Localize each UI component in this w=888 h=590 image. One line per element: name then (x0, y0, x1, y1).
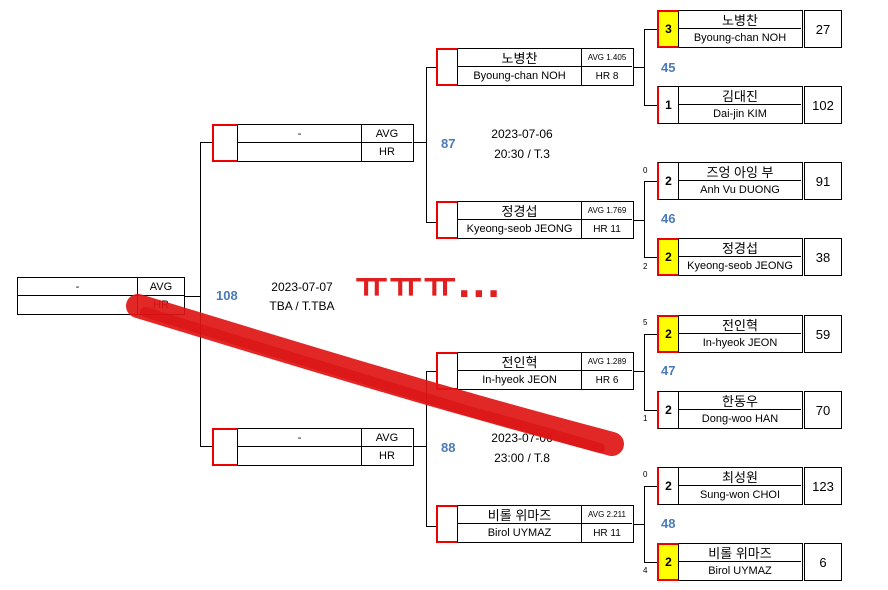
r16-set-score: 2 (657, 162, 679, 200)
semi-bottom-hr-label: HR (379, 450, 395, 462)
qf-hr: HR 8 (595, 70, 619, 82)
r16-tiebreak: 0 (643, 166, 648, 175)
qf-redtab (436, 201, 458, 239)
r16-name-box: 노병찬 Byoung-chan NOH (679, 10, 803, 48)
qf-box: 정경섭 AVG 1.769 Kyeong-seob JEONG HR 11 (458, 201, 634, 239)
r16-name-box: 김대진 Dai-jin KIM (679, 86, 803, 124)
qf-player-eng: Birol UYMAZ (458, 524, 582, 542)
r16-name-box: 즈엉 아잉 부 Anh Vu DUONG (679, 162, 803, 200)
qf-hr: HR 11 (593, 527, 621, 539)
r16-rank: 123 (804, 467, 842, 505)
r16-player-kor: 김대진 (679, 87, 801, 105)
qf-player-eng: Kyeong-seob JEONG (458, 220, 582, 238)
semi-top-time: 20:30 / T.3 (494, 147, 550, 161)
r16-name-box: 전인혁 In-hyeok JEON (679, 315, 803, 353)
r16-player-kor: 비롤 위마즈 (679, 544, 801, 562)
semi-top-box: - AVG HR (238, 124, 414, 162)
r16-player-kor: 즈엉 아잉 부 (679, 163, 801, 181)
r16-player-eng: Birol UYMAZ (708, 565, 772, 577)
qf-avg: AVG 1.769 (582, 202, 632, 220)
semi-top-redtab (212, 124, 238, 162)
qf-score: 46 (661, 211, 676, 226)
r16-rank: 102 (804, 86, 842, 124)
semi-bottom-score: 88 (441, 440, 456, 455)
qf-avg: AVG 1.405 (582, 49, 632, 67)
r16-tiebreak: 5 (643, 318, 648, 327)
semi-bottom-player-name: - (238, 429, 362, 447)
semi-top-avg-label: AVG (362, 125, 412, 143)
r16-rank: 38 (804, 238, 842, 276)
r16-player-kor: 한동우 (679, 392, 801, 410)
r16-tiebreak: 4 (643, 566, 648, 575)
r16-rank: 27 (804, 10, 842, 48)
r16-rank: 70 (804, 391, 842, 429)
qf-redtab (436, 48, 458, 86)
semi-bottom-redtab (212, 428, 238, 466)
qf-redtab (436, 505, 458, 543)
qf-player-kor: 전인혁 (458, 353, 582, 371)
r16-tiebreak: 1 (643, 414, 648, 423)
semi-bottom-box: - AVG HR (238, 428, 414, 466)
qf-player-kor: 비롤 위마즈 (458, 506, 582, 524)
final-date: 2023-07-07 (271, 280, 333, 294)
r16-player-eng: Kyeong-seob JEONG (687, 260, 793, 272)
r16-player-eng: Sung-won CHOI (699, 489, 781, 501)
qf-box: 노병찬 AVG 1.405 Byoung-chan NOH HR 8 (458, 48, 634, 86)
r16-player-eng: In-hyeok JEON (702, 337, 778, 349)
qf-avg: AVG 1.289 (582, 353, 632, 371)
r16-set-score: 2 (657, 315, 679, 353)
semi-bottom-empty-cell (238, 447, 362, 465)
qf-score: 45 (661, 60, 676, 75)
r16-name-box: 비롤 위마즈 Birol UYMAZ (679, 543, 803, 581)
qf-score: 47 (661, 363, 676, 378)
semi-top-empty-cell (238, 143, 362, 161)
semi-top-score: 87 (441, 136, 456, 151)
r16-player-kor: 전인혁 (679, 316, 801, 334)
semi-bottom-time: 23:00 / T.8 (494, 451, 550, 465)
qf-box: 비롤 위마즈 AVG 2.211 Birol UYMAZ HR 11 (458, 505, 634, 543)
qf-box: 전인혁 AVG 1.289 In-hyeok JEON HR 6 (458, 352, 634, 390)
qf-hr: HR 11 (593, 223, 621, 235)
r16-tiebreak: 0 (643, 470, 648, 479)
final-venue: TBA / T.TBA (269, 299, 335, 313)
qf-player-eng: Byoung-chan NOH (458, 67, 582, 85)
r16-set-score: 1 (657, 86, 679, 124)
r16-player-kor: 정경섭 (679, 239, 801, 257)
r16-player-kor: 노병찬 (679, 11, 801, 29)
qf-player-kor: 정경섭 (458, 202, 582, 220)
r16-tiebreak: 2 (643, 262, 648, 271)
final-avg-label: AVG (138, 278, 184, 296)
semi-bottom-avg-label: AVG (362, 429, 412, 447)
r16-player-eng: Dong-woo HAN (701, 413, 779, 425)
r16-rank: 59 (804, 315, 842, 353)
r16-set-score: 3 (657, 10, 679, 48)
semi-top-date: 2023-07-06 (491, 127, 553, 141)
r16-player-eng: Anh Vu DUONG (700, 184, 780, 196)
r16-rank: 6 (804, 543, 842, 581)
semi-top-hr-label: HR (379, 146, 395, 158)
qf-player-kor: 노병찬 (458, 49, 582, 67)
final-player-name: - (18, 278, 138, 296)
r16-player-kor: 최성원 (679, 468, 801, 486)
qf-avg: AVG 2.211 (582, 506, 632, 524)
final-score: 108 (216, 288, 238, 303)
annotation-text: ㅠㅠㅠ... (355, 265, 502, 306)
r16-rank: 91 (804, 162, 842, 200)
qf-hr: HR 6 (595, 374, 619, 386)
r16-player-eng: Byoung-chan NOH (693, 32, 787, 44)
r16-name-box: 한동우 Dong-woo HAN (679, 391, 803, 429)
r16-set-score: 2 (657, 238, 679, 276)
qf-player-eng: In-hyeok JEON (458, 371, 582, 389)
r16-name-box: 최성원 Sung-won CHOI (679, 467, 803, 505)
qf-score: 48 (661, 516, 676, 531)
r16-set-score: 2 (657, 543, 679, 581)
r16-set-score: 2 (657, 391, 679, 429)
r16-player-eng: Dai-jin KIM (713, 108, 767, 120)
r16-set-score: 2 (657, 467, 679, 505)
semi-top-player-name: - (238, 125, 362, 143)
r16-name-box: 정경섭 Kyeong-seob JEONG (679, 238, 803, 276)
